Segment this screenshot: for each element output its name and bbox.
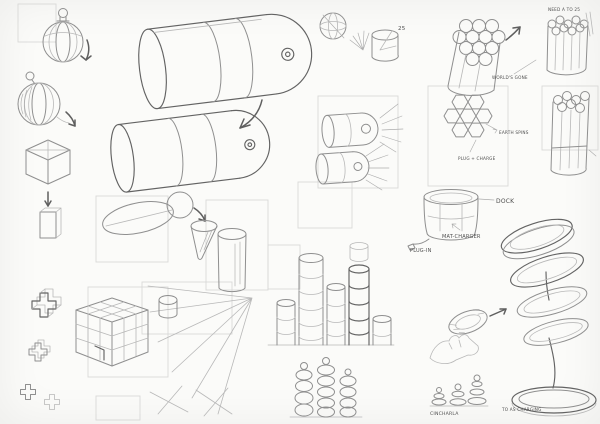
- tube-note: PLUG + CHARGE: [458, 156, 496, 161]
- capsule-speaker-small: [110, 109, 271, 193]
- disc-and-sphere: [102, 191, 206, 235]
- charging-note: TO AS CHARGING: [501, 407, 542, 412]
- hand-sketch: [429, 334, 479, 364]
- ring-stack-tower: TO AS CHARGING: [500, 218, 597, 417]
- tube-bundle-main: [447, 19, 521, 96]
- ring-arrow: [489, 308, 507, 317]
- angle-note: 25: [398, 26, 406, 32]
- plug-in-label: PLUG-IN: [410, 248, 432, 254]
- world-note: WORLD'S GONE: [492, 75, 528, 80]
- tall-cylinder: [217, 228, 247, 293]
- segment-towers: [267, 242, 395, 346]
- bead-towers: [289, 357, 363, 418]
- sphere-axis-study: 25: [319, 12, 406, 40]
- construction-frames: [17, 3, 599, 421]
- capsule-speaker-large: [138, 13, 313, 110]
- loose-ring: [448, 308, 507, 335]
- hex-pattern: EARTH SPINS PLUG + CHARGE: [443, 94, 529, 161]
- earth-note: EARTH SPINS: [499, 130, 529, 135]
- pagoda-pieces: CINCHARLA: [429, 374, 489, 417]
- sound-rays-1: [379, 103, 404, 153]
- cincharla-label: CINCHARLA: [430, 411, 459, 417]
- bundle-note: NEED A TO 25: [548, 7, 580, 12]
- block-cube: [75, 297, 149, 367]
- iso-cube-study: [25, 139, 71, 239]
- cut-cylinder-study: [349, 29, 399, 62]
- dock-label: DOCK: [496, 198, 515, 205]
- dock-cup: DOCK MAT-CHARGER PLUG-IN: [407, 189, 515, 254]
- fan-lines: [349, 30, 370, 51]
- jack-crosses: [20, 288, 62, 410]
- mat-charger-label: MAT-CHARGER: [442, 234, 481, 240]
- perspective-burst: [147, 285, 253, 417]
- tube-bundle-right: [550, 91, 597, 176]
- ornament-spheres: [17, 8, 92, 127]
- tube-bundle-corner: NEED A TO 25 WORLD'S GONE: [492, 7, 594, 80]
- cone-study: [190, 220, 218, 260]
- sound-rays-2: [365, 143, 390, 191]
- speaker-sound-panel: [315, 103, 404, 191]
- rotate-arrow-1: [85, 39, 90, 61]
- up-right-arrow: [505, 26, 521, 41]
